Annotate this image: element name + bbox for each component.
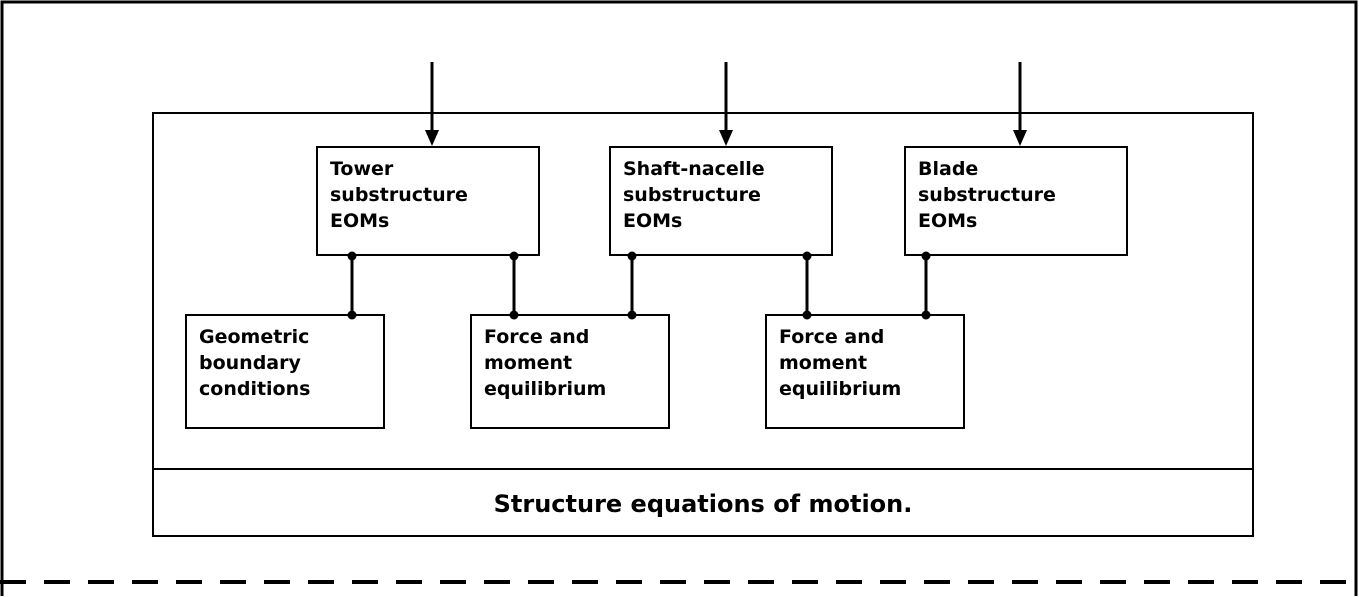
diagram-caption: Structure equations of motion. (493, 489, 913, 518)
force-moment-equilibrium-box-2: Force and moment equilibrium (765, 314, 965, 429)
connector-dot (509, 310, 519, 320)
connector-dot (921, 251, 931, 261)
connector-tower-geometric (350, 256, 354, 316)
tower-substructure-box: Tower substructure EOMs (316, 146, 540, 256)
geometric-boundary-conditions-label: Geometric boundary conditions (199, 326, 311, 400)
connector-shaft-force-2 (805, 256, 809, 316)
blade-input-arrow (1018, 62, 1022, 132)
bottom-dashed-rule (0, 580, 1359, 584)
connector-dot (347, 251, 357, 261)
connector-dot (802, 251, 812, 261)
connector-dot (509, 251, 519, 261)
force-moment-equilibrium-label-2: Force and moment equilibrium (779, 326, 902, 400)
geometric-boundary-conditions-box: Geometric boundary conditions (185, 314, 385, 429)
connector-dot (627, 251, 637, 261)
force-moment-equilibrium-box-1: Force and moment equilibrium (470, 314, 670, 429)
blade-input-arrow-head (1013, 130, 1027, 146)
caption-divider (152, 468, 1254, 470)
connector-dot (802, 310, 812, 320)
shaft-input-arrow-head (719, 130, 733, 146)
blade-substructure-label: Blade substructure EOMs (918, 158, 1056, 232)
connector-shaft-force-1 (630, 256, 634, 316)
tower-input-arrow (430, 62, 434, 132)
shaft-input-arrow (724, 62, 728, 132)
tower-input-arrow-head (425, 130, 439, 146)
connector-blade-force-2 (924, 256, 928, 316)
connector-dot (921, 310, 931, 320)
shaft-nacelle-substructure-box: Shaft-nacelle substructure EOMs (609, 146, 833, 256)
shaft-nacelle-substructure-label: Shaft-nacelle substructure EOMs (623, 158, 765, 232)
connector-dot (347, 310, 357, 320)
connector-tower-force-1 (512, 256, 516, 316)
tower-substructure-label: Tower substructure EOMs (330, 158, 468, 232)
force-moment-equilibrium-label-1: Force and moment equilibrium (484, 326, 607, 400)
connector-dot (627, 310, 637, 320)
blade-substructure-box: Blade substructure EOMs (904, 146, 1128, 256)
